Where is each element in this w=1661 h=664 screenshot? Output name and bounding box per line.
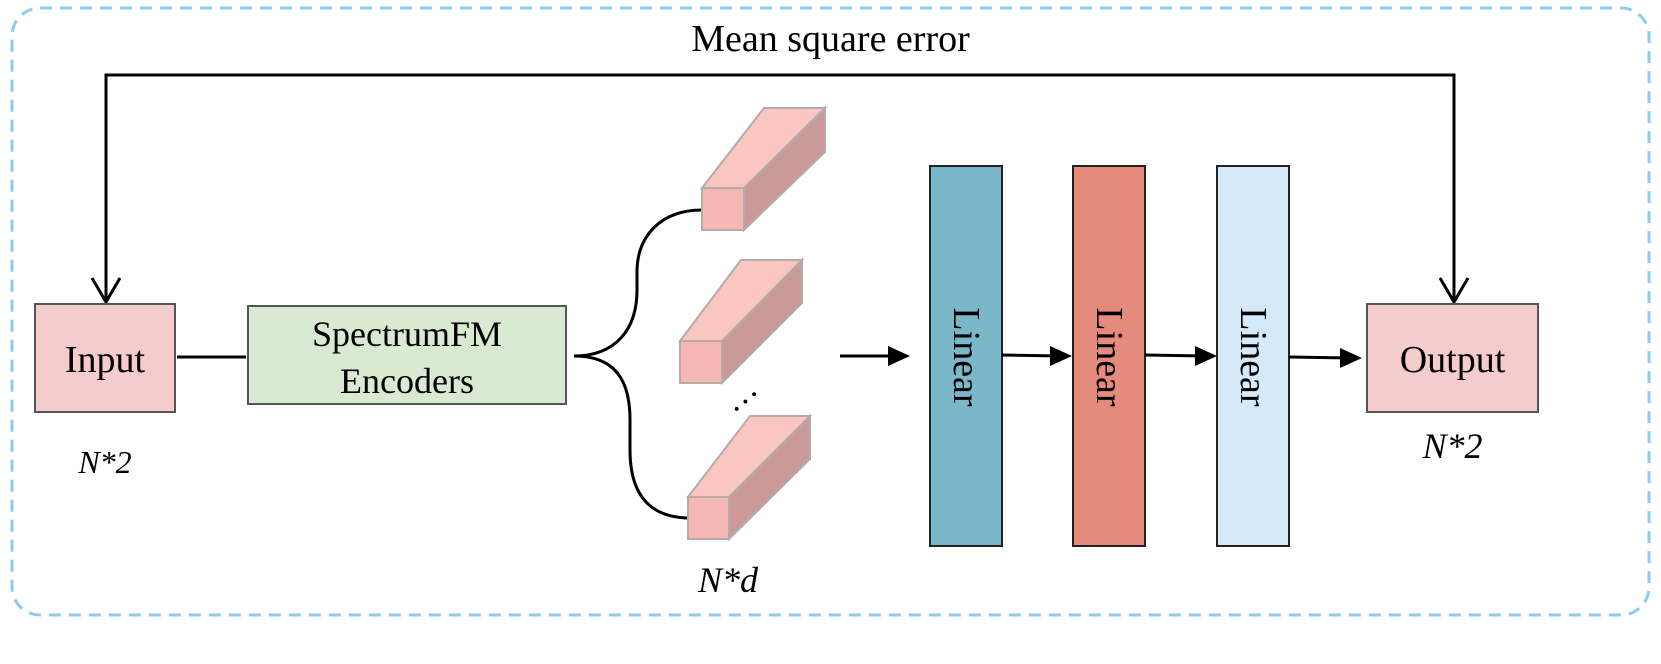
diagram-title: Mean square error xyxy=(691,18,970,60)
linear-layer-2-label: Linear xyxy=(1088,307,1130,407)
output-label: Output xyxy=(1399,339,1506,381)
input-label: Input xyxy=(64,339,146,381)
input-box xyxy=(34,303,176,413)
mse-arrowhead-input xyxy=(90,277,122,305)
outer-dashed-frame xyxy=(10,6,1651,617)
token-block-2 xyxy=(677,257,805,386)
encoder-box xyxy=(247,305,567,405)
token-brace xyxy=(573,208,703,358)
mse-arrowhead-output xyxy=(1438,277,1470,305)
token-block-3 xyxy=(685,413,813,542)
embedding-shape-label: N*d xyxy=(697,560,758,600)
linear-layer-2 xyxy=(1072,165,1146,547)
output-box xyxy=(1366,303,1539,413)
mse-loop-line xyxy=(104,73,1456,300)
linear-layer-3-label: Linear xyxy=(1232,307,1274,407)
linear-layer-1-label: Linear xyxy=(945,307,987,407)
linear-layer-3 xyxy=(1216,165,1290,547)
encoder-label-line2: Encoders xyxy=(340,361,474,401)
arrowhead-linear-1 xyxy=(888,346,910,366)
arrowhead-linear-2 xyxy=(1050,346,1072,366)
linear-layer-1 xyxy=(929,165,1003,547)
output-shape-label: N*2 xyxy=(1422,426,1483,466)
arrowhead-output xyxy=(1340,348,1362,368)
token-block-1 xyxy=(699,105,828,233)
token-brace-lower xyxy=(573,354,691,520)
encoder-label-line1: SpectrumFM xyxy=(311,314,502,354)
arrowhead-linear-3 xyxy=(1195,346,1217,366)
input-shape-label: N*2 xyxy=(78,444,132,480)
arrow-to-output xyxy=(1288,355,1351,360)
